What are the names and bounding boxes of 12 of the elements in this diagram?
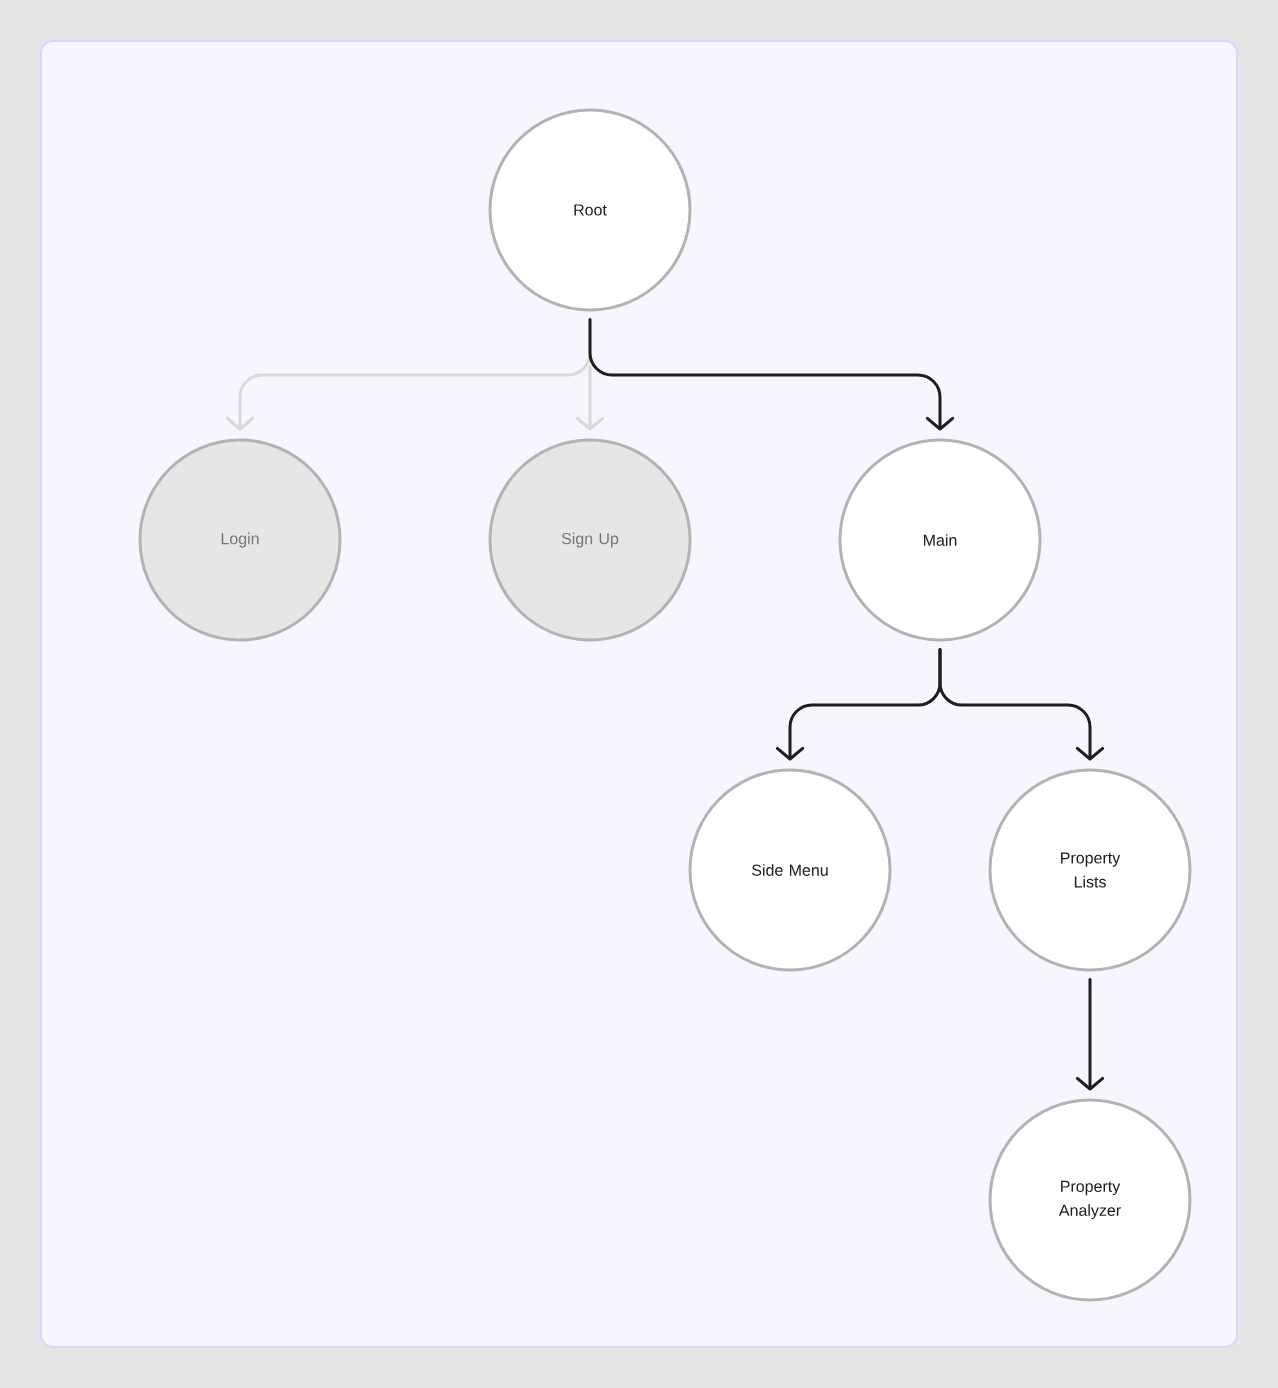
circle-node: Sign Up bbox=[488, 438, 692, 642]
arrow bbox=[588, 318, 955, 431]
arrow bbox=[1075, 978, 1105, 1091]
circle-node: Property Lists bbox=[988, 768, 1192, 972]
circle-node: Login bbox=[138, 438, 342, 642]
arrow bbox=[575, 365, 605, 431]
circle-node: Main bbox=[838, 438, 1042, 642]
circle-node: Root bbox=[488, 108, 692, 312]
arrow bbox=[938, 648, 1105, 761]
arrow bbox=[225, 351, 592, 431]
circle-node: Side Menu bbox=[688, 768, 892, 972]
circle-node: Property Analyzer bbox=[988, 1098, 1192, 1302]
